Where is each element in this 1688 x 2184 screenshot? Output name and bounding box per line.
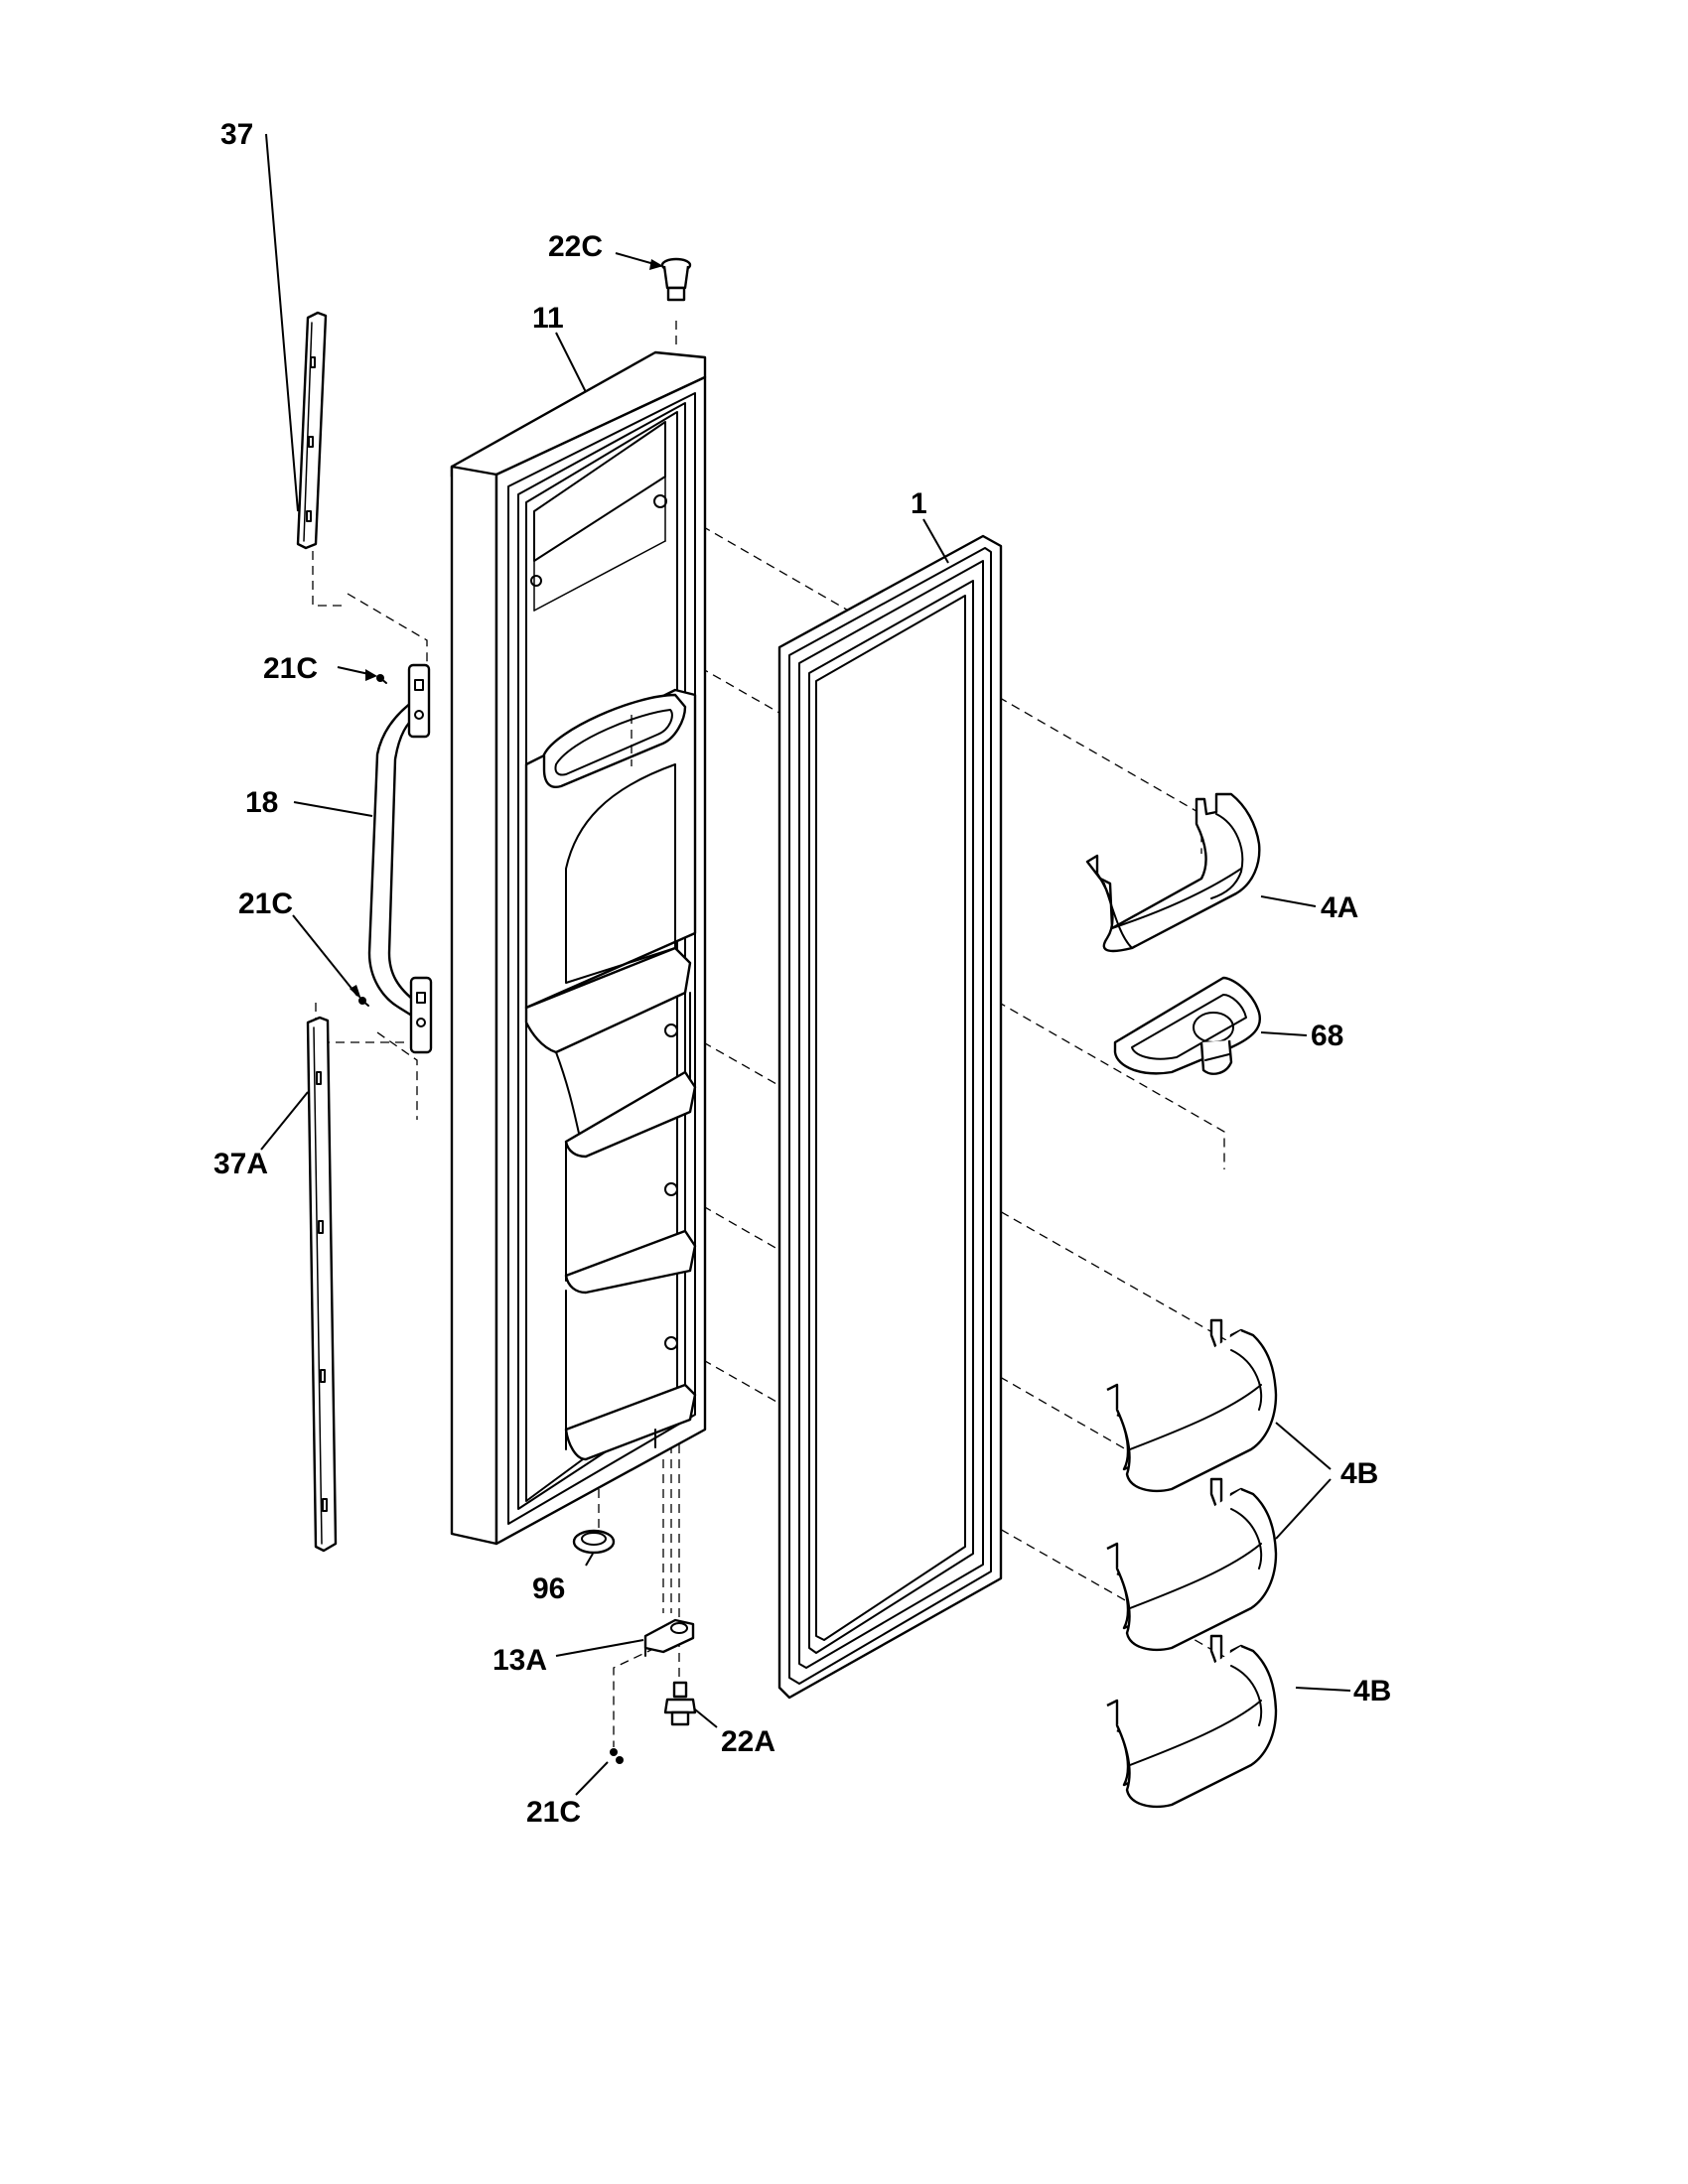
bushing-part xyxy=(660,257,692,302)
callout-1: 1 xyxy=(911,487,927,520)
dispenser-funnel-part xyxy=(1113,976,1262,1075)
callout-96: 96 xyxy=(532,1572,565,1605)
door-bin-large-part-2 xyxy=(1106,1477,1278,1652)
screw-bottom xyxy=(610,1748,624,1764)
callout-22C-top: 22C xyxy=(548,230,603,263)
plug-part xyxy=(572,1529,616,1555)
door-gasket-part xyxy=(777,534,1003,1700)
callout-22A: 22A xyxy=(721,1725,775,1758)
screw-upper xyxy=(376,674,387,684)
callout-4B-pair: 4B xyxy=(1340,1457,1378,1490)
callout-18: 18 xyxy=(245,786,278,819)
callout-13A: 13A xyxy=(492,1644,547,1677)
callout-37A: 37A xyxy=(213,1148,268,1180)
callout-labels: 22C 11 37 1 21C 18 21C 4A 68 37A 4B 96 1… xyxy=(213,118,1391,1829)
hinge-pin-part xyxy=(663,1681,697,1726)
door-bin-small-part xyxy=(1085,792,1261,953)
callout-21C-upper: 21C xyxy=(263,652,318,685)
hinge-bracket-part xyxy=(643,1618,695,1657)
door-bin-large-part-1 xyxy=(1106,1318,1278,1493)
callout-21C-bottom: 21C xyxy=(526,1796,581,1829)
handle-trim-upper-part xyxy=(296,311,328,550)
assembly-guide-lines xyxy=(312,321,1227,1747)
door-bin-large-part-3 xyxy=(1106,1634,1278,1809)
door-assembly-part xyxy=(450,350,707,1546)
callout-11: 11 xyxy=(532,302,564,335)
callout-68: 68 xyxy=(1311,1020,1343,1052)
leader-lines xyxy=(260,133,1351,1796)
callout-21C-mid: 21C xyxy=(238,887,293,920)
door-handle-part xyxy=(367,663,433,1054)
handle-trim-lower-part xyxy=(306,1016,338,1553)
callout-4A: 4A xyxy=(1321,891,1358,924)
callout-4B-single: 4B xyxy=(1353,1675,1391,1707)
callout-37: 37 xyxy=(220,118,253,151)
